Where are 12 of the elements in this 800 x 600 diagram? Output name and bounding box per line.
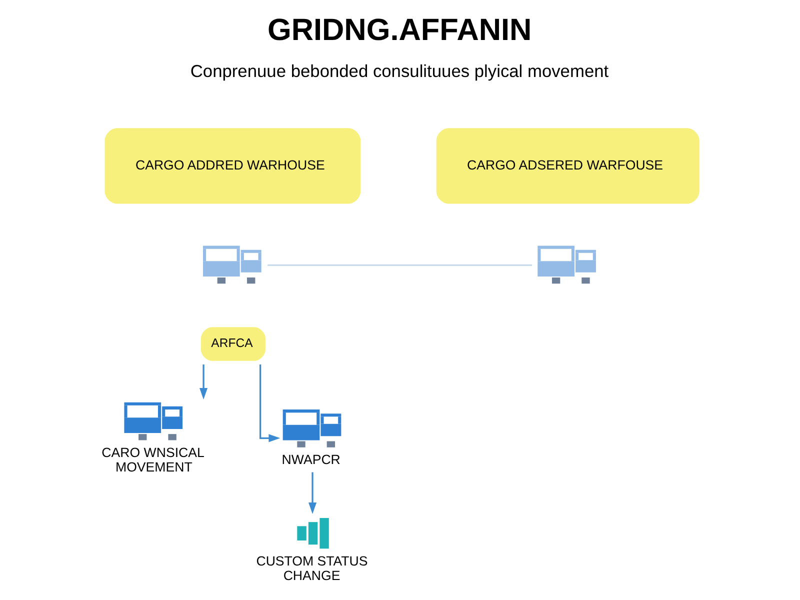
node-box: CARGO ADDRED WARHOUSE bbox=[104, 128, 361, 204]
node-box: ARFCA bbox=[200, 327, 266, 361]
node-box: CARGO ADSERED WARFOUSE bbox=[436, 128, 700, 204]
arrow bbox=[308, 472, 317, 514]
node-label: NWAPCR bbox=[282, 452, 340, 468]
node-label: CARO WNSICAL MOVEMENT bbox=[102, 444, 204, 474]
arrow bbox=[260, 364, 280, 442]
label: Conprenuue bebonded consulituues plyical movement bbox=[190, 61, 609, 82]
diagram-title: GRIDNG.AFFANIN bbox=[267, 12, 532, 48]
connector bbox=[268, 264, 532, 266]
arrow bbox=[200, 364, 208, 400]
node-label: CUSTOM STATUS CHANGE bbox=[256, 553, 368, 583]
